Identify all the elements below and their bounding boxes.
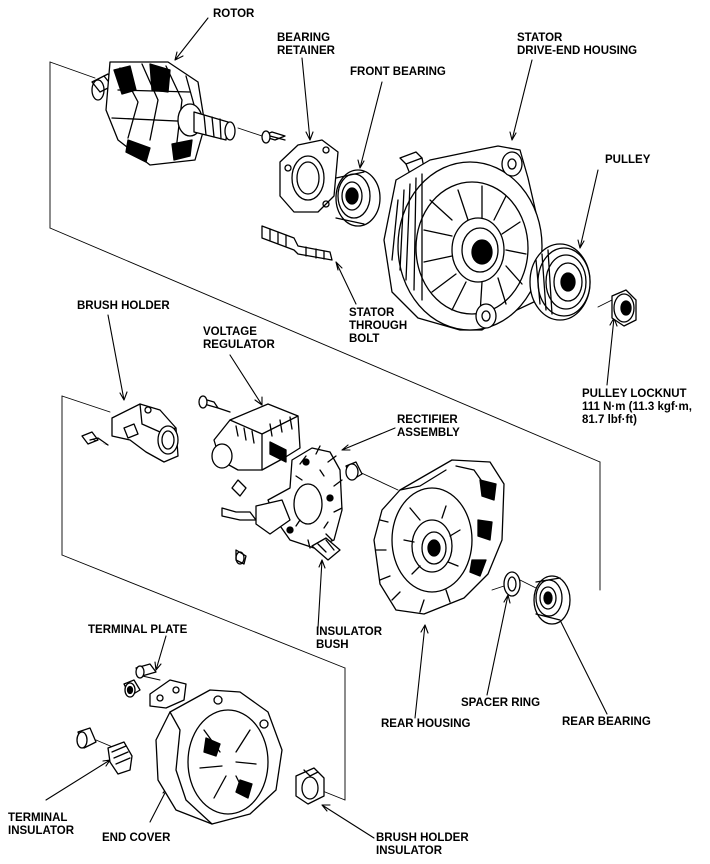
terminal-plate-part <box>123 663 187 709</box>
stator-through-bolt-part <box>261 225 333 261</box>
label-front-bearing: FRONT BEARING <box>350 66 446 78</box>
rear-housing-part <box>373 459 505 615</box>
label-voltage-regulator: VOLTAGE REGULATOR <box>203 326 275 351</box>
front-bearing-part <box>335 169 381 227</box>
label-rotor: ROTOR <box>213 8 255 20</box>
label-pulley-locknut: PULLEY LOCKNUT 111 N·m (11.3 kgf·m, 81.7… <box>582 388 692 426</box>
bearing-retainer-part <box>261 130 339 213</box>
rectifier-assembly-part <box>221 445 343 565</box>
label-rear-bearing: REAR BEARING <box>562 716 651 728</box>
label-brush-holder: BRUSH HOLDER <box>77 300 170 312</box>
label-terminal-plate: TERMINAL PLATE <box>88 624 188 636</box>
terminal-insulator-part <box>76 727 133 775</box>
voltage-regulator-part <box>198 395 301 497</box>
brush-holder-insulator-part <box>295 767 325 805</box>
spacer-ring-part <box>503 571 521 597</box>
label-rectifier-assembly: RECTIFIER ASSEMBLY <box>397 414 460 439</box>
label-pulley: PULLEY <box>605 154 651 166</box>
brush-holder-part <box>81 403 179 463</box>
label-stator-drive-end-housing: STATOR DRIVE-END HOUSING <box>517 32 638 57</box>
pulley-locknut-part <box>611 289 637 327</box>
end-cover-part <box>155 689 283 825</box>
insulator-bush-part <box>311 461 363 561</box>
label-end-cover: END COVER <box>102 832 171 844</box>
label-insulator-bush: INSULATOR BUSH <box>316 626 383 651</box>
label-brush-holder-insulator: BRUSH HOLDER INSULATOR <box>376 832 469 857</box>
rotor-part <box>91 61 236 166</box>
rear-bearing-part <box>533 575 571 625</box>
label-bearing-retainer: BEARING RETAINER <box>277 32 335 57</box>
label-stator-through-bolt: STATOR THROUGH BOLT <box>349 307 408 345</box>
label-rear-housing: REAR HOUSING <box>381 718 471 730</box>
pulley-part <box>529 243 591 321</box>
label-terminal-insulator: TERMINAL INSULATOR <box>8 812 75 837</box>
leader-arrows <box>45 17 618 839</box>
stator-drive-end-housing-part <box>383 145 543 331</box>
label-spacer-ring: SPACER RING <box>461 697 541 709</box>
